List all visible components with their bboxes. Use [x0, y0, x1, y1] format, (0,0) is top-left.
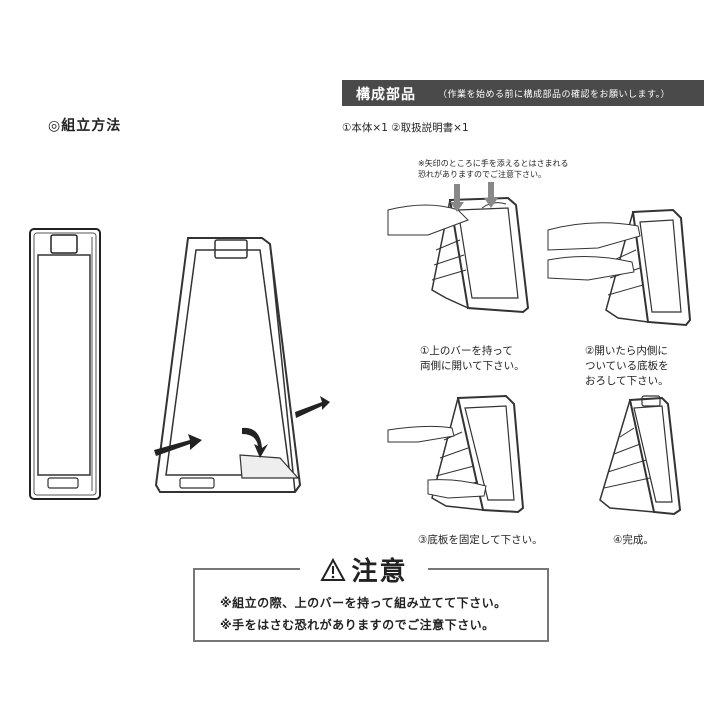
- caution-title: 注意: [351, 557, 408, 587]
- parts-header: 構成部品: [356, 87, 416, 103]
- step4-illustration: [599, 395, 682, 516]
- opening-aframe-illustration: [154, 235, 330, 493]
- arrow-icon: [242, 427, 268, 458]
- folded-board-illustration: [29, 228, 101, 500]
- caution-line-1: ※組立の際、上のバーを持って組み立てて下さい。: [220, 596, 507, 610]
- parts-list: ①本体×1 ②取扱説明書×1: [342, 122, 469, 134]
- arrow-icon: [450, 184, 464, 212]
- step2-illustration: [547, 208, 692, 327]
- hand-warning: ※矢印のところに手を添えるとはさまれる 恐れがありますのでご注意下さい。: [418, 158, 568, 180]
- arrow-icon: [295, 396, 330, 418]
- caution-line-2: ※手をはさむ恐れがありますのでご注意下さい。: [220, 618, 495, 632]
- parts-header-bar: 構成部品 （作業を始める前に構成部品の確認をお願いします。）: [342, 80, 704, 106]
- hand-warning-line1: ※矢印のところに手を添えるとはさまれる: [418, 159, 569, 168]
- step-2-line3: おろして下さい。: [585, 375, 669, 387]
- arrow-icon: [154, 434, 202, 456]
- step-1-line2: 両側に開いて下さい。: [420, 360, 525, 372]
- step-1-caption: ①上のバーを持って 両側に開いて下さい。: [420, 344, 525, 374]
- hand-warning-line2: 恐れがありますのでご注意下さい。: [418, 170, 546, 179]
- step1-illustration: [387, 182, 530, 314]
- warning-triangle-icon: [320, 557, 347, 581]
- step3-illustration: [387, 394, 525, 514]
- parts-note: （作業を始める前に構成部品の確認をお願いします。）: [438, 90, 671, 100]
- step-2-line2: ついている底板を: [585, 360, 669, 372]
- step-3-caption: ③底板を固定して下さい。: [418, 534, 543, 546]
- arrow-icon: [484, 182, 498, 208]
- assembly-title: ◎組立方法: [48, 118, 122, 134]
- step-1-line1: ①上のバーを持って: [420, 345, 513, 357]
- caution-heading: 注意: [300, 551, 428, 587]
- step-4-caption: ④完成。: [613, 534, 654, 546]
- step-2-line1: ②開いたら内側に: [585, 345, 668, 357]
- step-2-caption: ②開いたら内側に ついている底板を おろして下さい。: [585, 344, 669, 389]
